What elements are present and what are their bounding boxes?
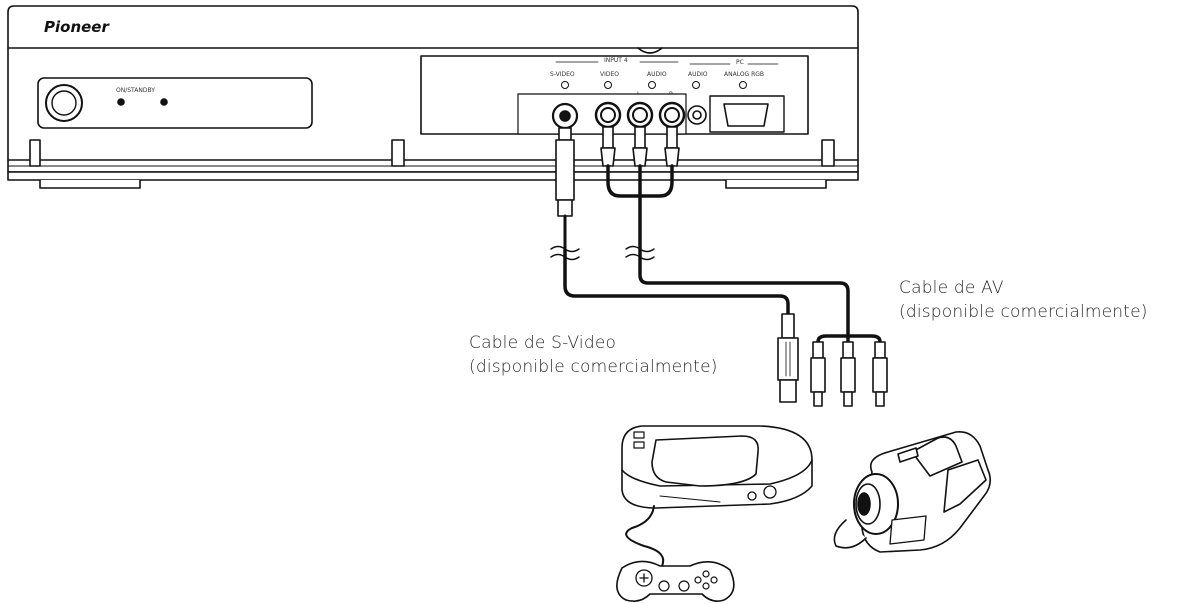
input-group-label: INPUT 4 bbox=[604, 57, 628, 64]
svideo-cable-title: Cable de S-Video bbox=[469, 333, 617, 353]
timer-led bbox=[160, 98, 168, 106]
s-video-plug-icon bbox=[555, 127, 575, 252]
svideo-cable-note: (disponible comercialmente) bbox=[469, 357, 718, 377]
pc-group-label: PC bbox=[736, 59, 744, 66]
cables bbox=[563, 164, 882, 344]
standby-led bbox=[117, 98, 125, 106]
rca-plug-icon bbox=[810, 341, 888, 407]
pc-audio-port-label: AUDIO bbox=[688, 71, 708, 78]
av-cable-note: (disponible comercialmente) bbox=[899, 302, 1148, 322]
s-video-plug-icon bbox=[777, 313, 799, 403]
svideo-port-label: S-VIDEO bbox=[550, 71, 575, 78]
standby-label: ON/STANDBY bbox=[116, 87, 155, 94]
game-console-icon bbox=[621, 425, 813, 567]
camcorder-icon bbox=[833, 430, 992, 553]
brand-logo: Pioneer bbox=[44, 18, 110, 36]
av-cable-title: Cable de AV bbox=[899, 278, 1004, 298]
pc-rgb-connector bbox=[723, 103, 769, 127]
port-arrow-icons bbox=[561, 81, 747, 89]
media-receiver-front-panel: Pioneer ON/STANDBY INPUT 4 PC S-VIDEO VI… bbox=[7, 5, 859, 189]
gamepad-icon bbox=[616, 560, 735, 602]
cable-break-marks bbox=[550, 245, 655, 261]
audio-port-label: AUDIO bbox=[647, 71, 667, 78]
pc-rgb-port-label: ANALOG RGB bbox=[724, 71, 764, 78]
video-port-label: VIDEO bbox=[600, 71, 619, 78]
rca-plug-icon bbox=[600, 126, 680, 167]
